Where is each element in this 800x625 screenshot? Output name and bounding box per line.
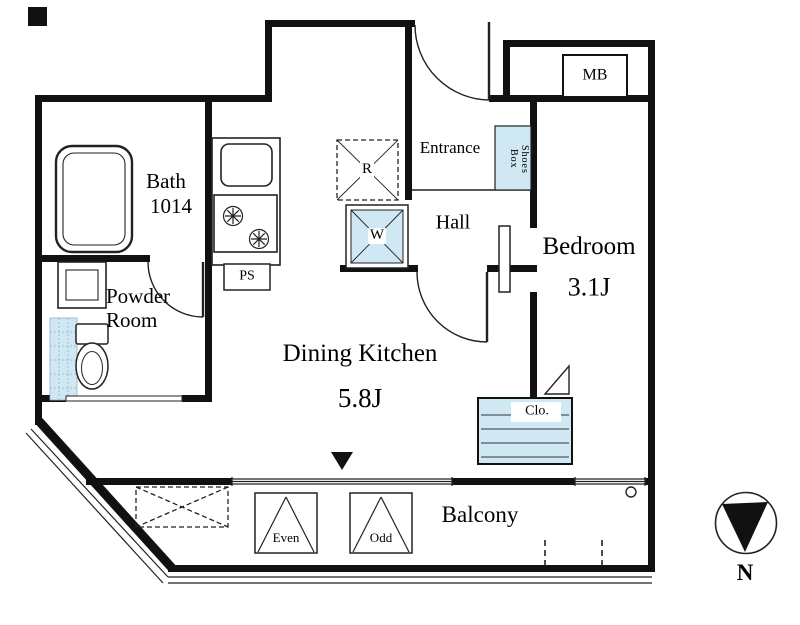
label-bedroom-size: 3.1J xyxy=(567,272,611,302)
stove-burners-icon xyxy=(222,205,270,250)
ac-unit-dashed-box xyxy=(135,486,229,528)
corner-post xyxy=(28,7,47,26)
label-odd: Odd xyxy=(367,530,395,546)
label-ps: PS xyxy=(239,268,255,284)
label-closet: Clo. xyxy=(525,403,549,419)
window-bedroom xyxy=(574,477,646,486)
meter-box xyxy=(562,54,628,98)
label-even: Even xyxy=(270,530,302,546)
label-dining-kitchen: Dining Kitchen xyxy=(282,339,438,367)
label-hall: Hall xyxy=(435,211,471,234)
north-compass-icon xyxy=(714,491,778,555)
label-shoes-box: Shoes Box xyxy=(508,144,530,174)
label-north: N xyxy=(736,559,754,585)
label-bath: Bath xyxy=(146,168,186,193)
pipe-space-box xyxy=(223,263,271,291)
balcony-partition-dashes xyxy=(544,540,603,568)
label-powder-room: Powder Room xyxy=(106,284,171,333)
vanity-icon xyxy=(57,261,107,309)
kitchen-sink-icon xyxy=(220,143,273,187)
label-mb: MB xyxy=(582,66,608,84)
bath-door-arc xyxy=(147,261,205,318)
label-balcony: Balcony xyxy=(441,501,519,527)
diagonal-wall xyxy=(34,416,176,572)
bedroom-sliding-door xyxy=(498,225,511,293)
bathtub-icon xyxy=(54,144,134,254)
label-bath-size: 1014 xyxy=(150,193,192,218)
label-bedroom: Bedroom xyxy=(542,232,636,260)
direction-marker-icon xyxy=(331,452,353,470)
toilet-icon xyxy=(49,317,109,401)
kitchen-counter xyxy=(211,137,281,266)
label-dk-size: 5.8J xyxy=(337,382,383,413)
label-refrigerator: R xyxy=(359,161,375,178)
window-dk xyxy=(231,477,453,486)
closet-door-mark xyxy=(543,364,570,395)
walls xyxy=(28,7,655,572)
powder-sliding-door xyxy=(65,395,183,402)
dk-door-arc xyxy=(416,271,489,343)
balcony-drain-circle xyxy=(625,486,637,498)
label-washer: W xyxy=(367,227,387,244)
balcony-railing xyxy=(25,428,652,584)
entrance-door-arc xyxy=(414,22,491,101)
stove-icon xyxy=(213,194,278,253)
closet-box xyxy=(477,364,573,465)
label-entrance: Entrance xyxy=(419,138,481,158)
shoes-box xyxy=(494,125,532,191)
